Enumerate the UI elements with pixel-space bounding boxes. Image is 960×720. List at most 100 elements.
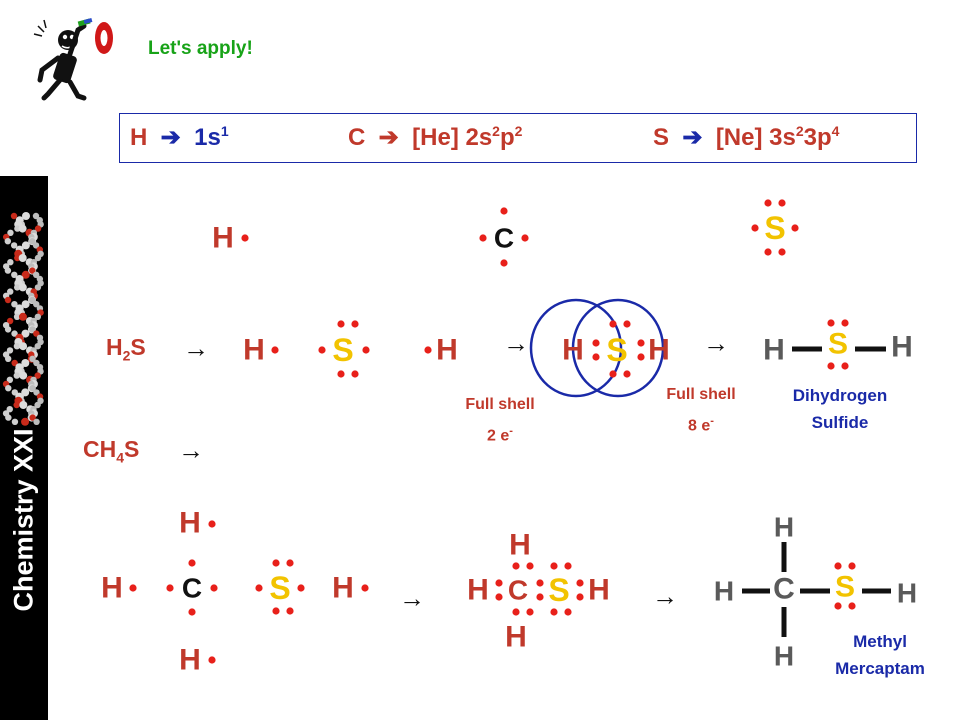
molecule-atom: [34, 254, 42, 262]
electron-dot: [623, 370, 631, 378]
electron-dot: [271, 346, 279, 354]
electron-dot: [286, 559, 294, 567]
electron-dot: [764, 248, 772, 256]
electron-dot: [512, 608, 520, 616]
molecule-atom: [6, 317, 14, 325]
electron-dot: [208, 520, 216, 528]
molecule-atom: [21, 417, 30, 426]
electron-dot: [241, 234, 249, 242]
hydrogen-atom: H: [891, 331, 913, 364]
methyl-mercaptam-label: Methyl Mercaptam: [835, 632, 925, 678]
hydrogen-atom: H: [436, 334, 458, 367]
electron-dot: [351, 370, 359, 378]
molecule-atom: [5, 414, 12, 421]
electron-dot: [337, 370, 345, 378]
electron-dot: [272, 559, 280, 567]
molecule-atom: [21, 359, 30, 367]
molecule-atom: [19, 371, 28, 380]
h2s-formula: H2S: [106, 334, 146, 364]
electron-dot: [188, 608, 196, 616]
molecule-atom: [11, 301, 18, 308]
molecule-atom: [4, 267, 12, 274]
electron-dot: [848, 562, 856, 570]
electron-dot: [318, 346, 326, 354]
molecule-atom: [11, 271, 18, 278]
molecule-atom: [33, 389, 40, 396]
molecule-atom: [14, 254, 21, 262]
molecule-atom: [10, 212, 18, 220]
electron-dot: [512, 562, 520, 570]
sulfur-atom: S: [606, 332, 627, 368]
electron-dot: [623, 320, 631, 328]
electron-dot: [564, 562, 572, 570]
sulfur-atom: S: [835, 571, 855, 604]
full-shell-8-note: Full shell 8 e-: [666, 386, 736, 435]
electron-dot: [129, 584, 137, 592]
molecule-atom: [18, 224, 27, 233]
molecule-atom: [33, 301, 40, 308]
h-config: H ➔ 1s1: [130, 123, 229, 151]
molecule-atom: [13, 401, 20, 409]
electron-dot: [526, 562, 534, 570]
electron-dot: [550, 562, 558, 570]
electron-dot: [576, 593, 584, 601]
molecule-atom: [33, 330, 40, 337]
molecule-atom: [21, 388, 30, 397]
electron-dot: [841, 319, 849, 327]
hydrogen-atom: H: [101, 572, 123, 605]
electron-dot: [827, 362, 835, 370]
hydrogen-atom: H: [897, 578, 917, 609]
molecule-atom: [29, 385, 36, 392]
electron-dot: [495, 579, 503, 587]
electron-dot: [778, 248, 786, 256]
molecule-atom: [34, 313, 42, 320]
molecule-atom: [22, 212, 30, 220]
electron-dot: [362, 346, 370, 354]
reaction-arrow: →: [703, 328, 729, 358]
shared-electron-circle-left: [529, 298, 623, 398]
molecule-atom: [34, 343, 41, 350]
molecule-atom: [6, 347, 14, 354]
molecule-atom: [19, 342, 28, 351]
sulfur-atom: S: [332, 332, 353, 368]
electron-dot: [351, 320, 359, 328]
molecule-atom: [11, 359, 18, 367]
molecule-atom: [34, 401, 41, 409]
molecule-atom: [21, 241, 30, 250]
hydrogen-atom: H: [332, 572, 354, 605]
electron-dot: [637, 353, 645, 361]
hydrogen-atom: H: [179, 507, 201, 540]
hydrogen-atom: H: [763, 334, 785, 367]
carbon-atom: C: [494, 223, 514, 254]
molecule-atom: [32, 242, 40, 249]
molecule-atom: [21, 329, 30, 338]
molecule-atom: [7, 229, 14, 236]
molecule-atom: [29, 296, 36, 304]
electron-dot: [424, 346, 432, 354]
molecule-image: [2, 212, 44, 426]
reaction-arrow: →: [503, 328, 529, 358]
molecule-atom: [13, 372, 20, 379]
reaction-arrow: →: [183, 333, 209, 363]
electron-dot: [564, 608, 572, 616]
reaction-arrow: →: [652, 581, 678, 611]
molecule-atom: [4, 296, 12, 304]
carbon-atom: C: [182, 573, 202, 604]
molecule-atom: [29, 326, 36, 333]
electron-config-box: H ➔ 1s1 C ➔ [He] 2s2p2 S ➔ [Ne] 3s23p4: [119, 113, 917, 163]
molecule-atom: [32, 271, 40, 278]
reaction-arrow: →: [399, 583, 425, 613]
electron-dot: [778, 199, 786, 207]
electron-dot: [479, 234, 487, 242]
electron-dot: [848, 602, 856, 610]
hydrogen-atom: H: [588, 574, 610, 607]
electron-dot: [637, 339, 645, 347]
hydrogen-atom: H: [509, 529, 531, 562]
electron-dot: [521, 234, 529, 242]
molecule-atom: [29, 355, 36, 362]
electron-dot: [764, 199, 772, 207]
molecule-atom: [13, 343, 21, 350]
molecule-atom: [11, 330, 18, 337]
sulfur-atom: S: [548, 572, 569, 608]
